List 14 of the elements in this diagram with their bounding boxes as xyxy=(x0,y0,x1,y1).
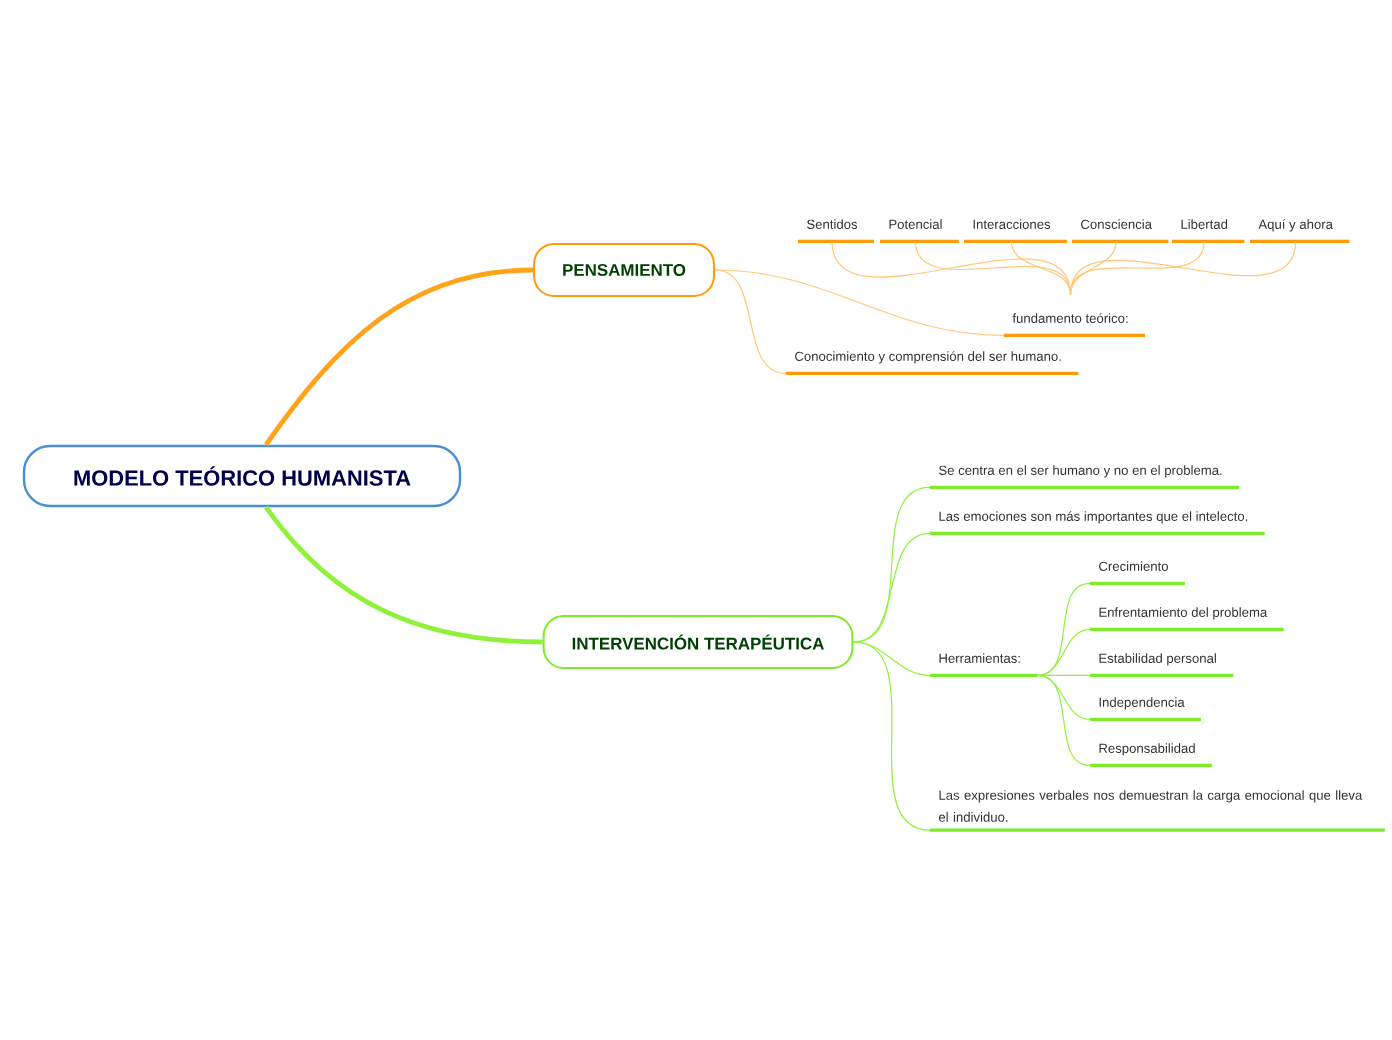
topic-box: MODELO TEÓRICO HUMANISTA xyxy=(22,444,462,508)
branch-line xyxy=(852,641,931,831)
branch-line xyxy=(714,269,1005,337)
topic-box: INTERVENCIÓN TERAPÉUTICA xyxy=(542,615,854,669)
branch-line xyxy=(1036,628,1091,677)
branch-line xyxy=(1010,240,1072,296)
branch-line xyxy=(264,505,543,645)
branch-line xyxy=(1069,240,1297,296)
branch-line xyxy=(264,267,534,447)
branch-line xyxy=(852,532,931,643)
branch-line xyxy=(1069,240,1117,296)
topic-box: PENSAMIENTO xyxy=(533,243,715,297)
branch-line xyxy=(714,269,787,375)
branch-line xyxy=(1036,674,1091,767)
